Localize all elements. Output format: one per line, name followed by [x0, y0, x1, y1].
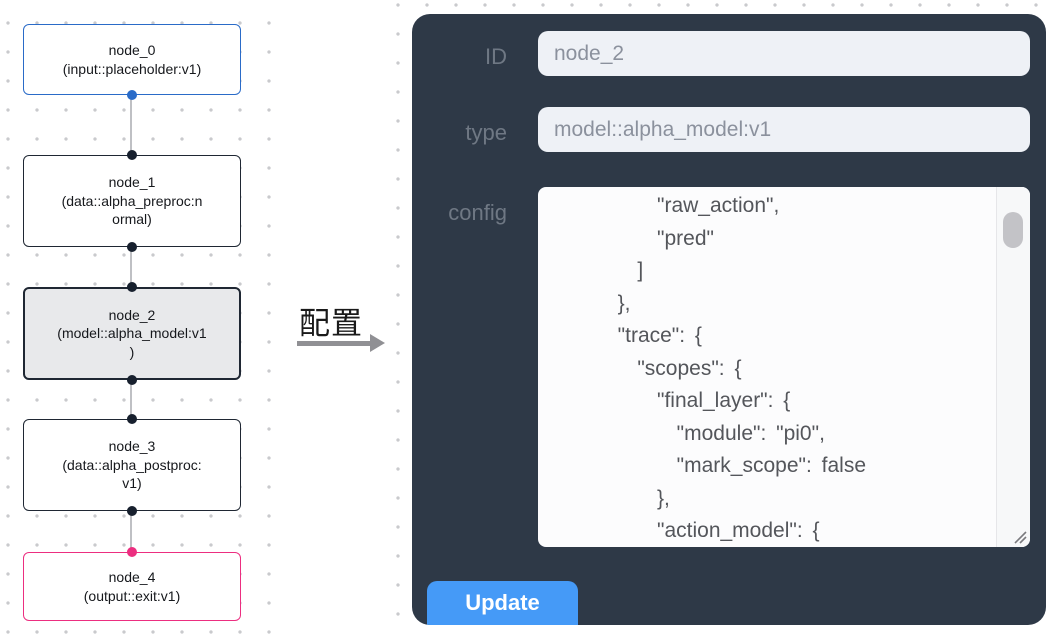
right-arrow-head-icon	[370, 334, 385, 352]
flow-node-node_0[interactable]: node_0 (input::placeholder:v1)	[23, 24, 241, 95]
config-field-label: config	[448, 200, 507, 225]
flow-node-node_3[interactable]: node_3 (data::alpha_postproc: v1)	[23, 419, 241, 511]
update-button[interactable]: Update	[427, 581, 578, 625]
type-input[interactable]	[538, 107, 1030, 152]
id-field-label: ID	[485, 44, 507, 69]
config-scrollbar-thumb[interactable]	[1003, 212, 1023, 248]
node-config-panel: ID type config "raw_action", "pred" ] },…	[412, 14, 1046, 625]
node_0-output-handle[interactable]	[127, 90, 137, 100]
config-textarea[interactable]: "raw_action", "pred" ] }, "trace": { "sc…	[538, 187, 1030, 547]
flow-canvas: node_0 (input::placeholder:v1) node_1 (d…	[0, 0, 273, 643]
type-field-label: type	[465, 120, 507, 145]
node_2-input-handle[interactable]	[127, 282, 137, 292]
id-input[interactable]	[538, 31, 1030, 76]
node_1-output-handle[interactable]	[127, 242, 137, 252]
node_2-output-handle[interactable]	[127, 375, 137, 385]
node_4-input-handle[interactable]	[127, 547, 137, 557]
right-arrow-icon	[297, 341, 372, 346]
node_1-input-handle[interactable]	[127, 150, 137, 160]
config-json-text: "raw_action", "pred" ] }, "trace": { "sc…	[617, 194, 866, 542]
flow-node-node_2-selected[interactable]: node_2 (model::alpha_model:v1 )	[23, 287, 241, 380]
node_3-input-handle[interactable]	[127, 414, 137, 424]
flow-node-node_4[interactable]: node_4 (output::exit:v1)	[23, 552, 241, 621]
config-scrollbar-track[interactable]	[996, 187, 1030, 547]
flow-node-node_1[interactable]: node_1 (data::alpha_preproc:n ormal)	[23, 155, 241, 247]
resize-handle-icon[interactable]	[1011, 528, 1027, 544]
node_3-output-handle[interactable]	[127, 506, 137, 516]
transfer-label: 配置	[299, 306, 363, 341]
